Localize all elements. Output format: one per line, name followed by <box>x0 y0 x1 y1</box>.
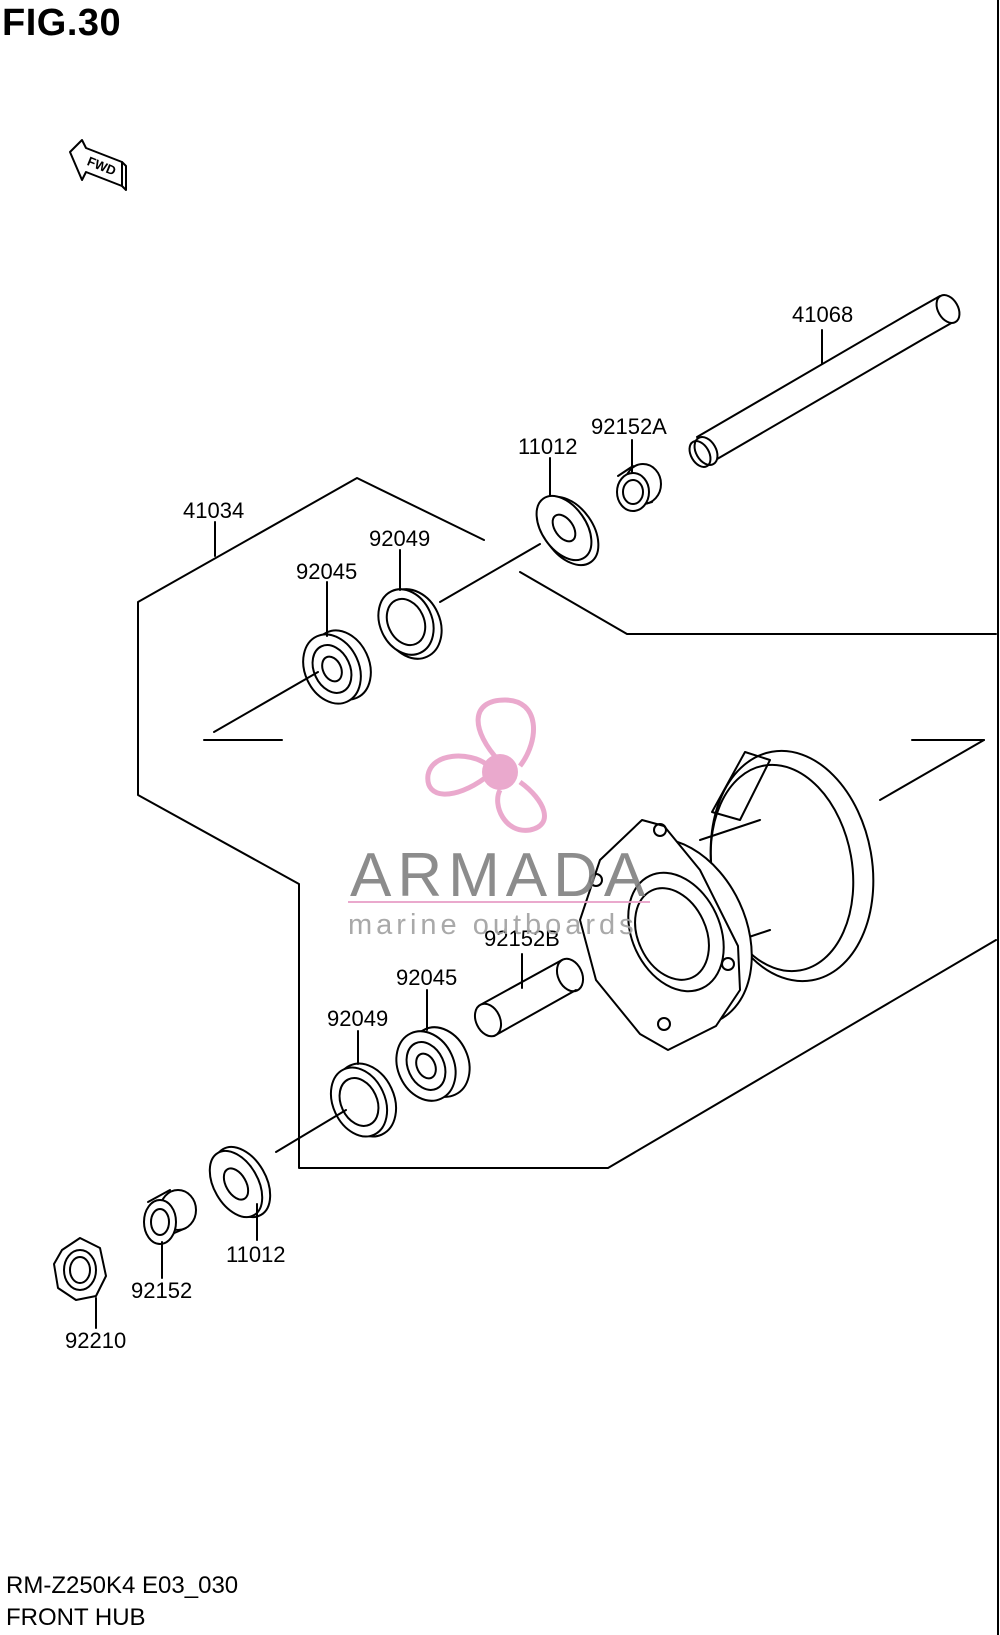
figure-title: FIG.30 <box>2 2 122 44</box>
part-label-41034[interactable]: 41034 <box>183 498 244 523</box>
nut-92210 <box>53 1237 107 1301</box>
part-label-41068[interactable]: 41068 <box>792 302 853 327</box>
seal-92049-top <box>377 588 443 660</box>
part-label-92045-bottom[interactable]: 92045 <box>396 965 457 990</box>
part-label-92152A[interactable]: 92152A <box>591 414 667 439</box>
part-label-11012-top[interactable]: 11012 <box>518 434 578 459</box>
part-labels: 41068 92152A 11012 41034 92049 92045 921… <box>65 302 853 1353</box>
section-name: FRONT HUB <box>6 1604 146 1631</box>
part-label-92049-top[interactable]: 92049 <box>369 526 430 551</box>
collar-92152 <box>143 1189 197 1245</box>
propeller-logo-icon <box>425 697 547 833</box>
axle-41068 <box>688 294 961 468</box>
part-label-92049-bottom[interactable]: 92049 <box>327 1006 388 1031</box>
part-label-11012-bottom[interactable]: 11012 <box>226 1242 286 1267</box>
part-label-92152B[interactable]: 92152B <box>484 926 560 951</box>
hub-group-outline <box>137 477 997 1169</box>
oil-seal-11012-top <box>535 494 600 567</box>
part-label-92045-top[interactable]: 92045 <box>296 559 357 584</box>
seal-92049-bottom <box>329 1062 398 1138</box>
part-label-92152[interactable]: 92152 <box>131 1278 192 1303</box>
bearing-92045-bottom <box>395 1026 471 1102</box>
spacer-92152B <box>473 957 585 1038</box>
watermark-brand: ARMADA <box>350 841 651 910</box>
front-hub-body <box>579 749 875 1051</box>
collar-92152A <box>616 463 662 512</box>
fwd-arrow-icon: FWD <box>69 139 127 191</box>
model-code: RM-Z250K4 E03_030 <box>6 1572 239 1599</box>
oil-seal-11012-bottom <box>208 1145 272 1219</box>
part-label-92210[interactable]: 92210 <box>65 1328 126 1353</box>
armada-watermark: ARMADA marine outboards <box>348 697 651 941</box>
watermark-tagline: marine outboards <box>348 909 638 941</box>
bearing-92045-top <box>302 629 372 705</box>
right-border-line <box>997 0 999 1635</box>
